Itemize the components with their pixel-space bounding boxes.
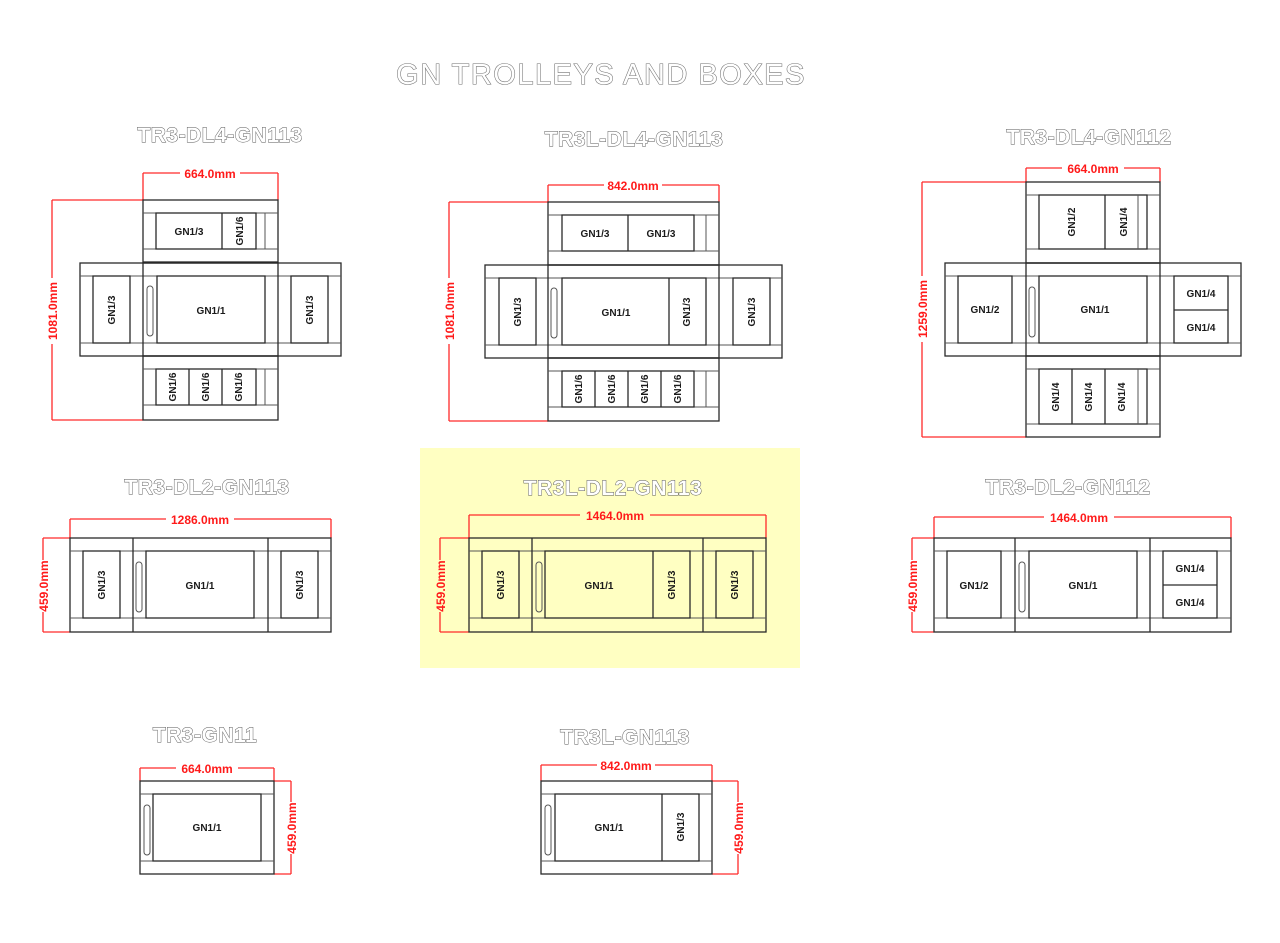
gn-label: GN1/1 <box>186 581 215 592</box>
diagram-tr3l-dl4-gn113: 842.0mm 1081.0mm GN1/3 GN1/3 GN1/1 GN1/3… <box>443 178 783 422</box>
gn-label: GN1/2 <box>960 581 989 592</box>
gn-label: GN1/4 <box>1176 564 1205 575</box>
height-dimension: 459.0mm <box>906 560 920 611</box>
diagram-title-tr3l-dl2-gn113: TR3L-DL2-GN113 <box>524 477 703 500</box>
gn-label: GN1/1 <box>1081 305 1110 316</box>
width-dimension: 842.0mm <box>600 759 651 773</box>
gn-label: GN1/6 <box>673 374 684 403</box>
height-dimension: 459.0mm <box>732 802 746 853</box>
diagram-title-tr3-dl2-gn112: TR3-DL2-GN112 <box>985 476 1150 499</box>
height-dimension: 459.0mm <box>285 802 299 853</box>
gn-label: GN1/1 <box>595 823 624 834</box>
gn-label: GN1/4 <box>1084 382 1095 411</box>
width-dimension: 664.0mm <box>1067 162 1118 176</box>
gn-label: GN1/6 <box>168 372 179 401</box>
height-dimension: 1081.0mm <box>46 282 60 340</box>
gn-label: GN1/3 <box>295 570 306 599</box>
gn-label: GN1/3 <box>747 297 758 326</box>
gn-label: GN1/3 <box>496 570 507 599</box>
gn-label: GN1/4 <box>1176 598 1205 609</box>
gn-label: GN1/3 <box>682 297 693 326</box>
gn-label: GN1/6 <box>235 216 246 245</box>
diagram-tr3-gn11: 664.0mm 459.0mm GN1/1 <box>139 761 299 875</box>
diagram-title-tr3-dl2-gn113: TR3-DL2-GN113 <box>124 476 289 499</box>
highlight-background <box>420 448 800 668</box>
gn-label: GN1/1 <box>602 308 631 319</box>
gn-label: GN1/6 <box>607 374 618 403</box>
gn-label: GN1/4 <box>1187 323 1216 334</box>
gn-label: GN1/3 <box>581 229 610 240</box>
gn-label: GN1/4 <box>1117 382 1128 411</box>
diagram-title-tr3l-gn113: TR3L-GN113 <box>560 726 690 749</box>
gn-label: GN1/4 <box>1119 207 1130 236</box>
gn-label: GN1/6 <box>640 374 651 403</box>
width-dimension: 1464.0mm <box>586 509 644 523</box>
gn-label: GN1/2 <box>1067 207 1078 236</box>
diagram-tr3-dl4-gn112: 664.0mm 1259.0mm GN1/2 GN1/4 GN1/1 GN1/2… <box>916 161 1242 438</box>
gn-label: GN1/3 <box>647 229 676 240</box>
gn-label: GN1/1 <box>197 306 226 317</box>
width-dimension: 664.0mm <box>184 167 235 181</box>
diagram-tr3-dl2-gn112: 1464.0mm 459.0mm GN1/1 GN1/2 GN1/4 GN1/4 <box>906 510 1232 633</box>
page-title: GN TROLLEYS AND BOXES <box>396 59 806 91</box>
diagram-title-tr3-gn11: TR3-GN11 <box>153 724 257 747</box>
diagram-tr3l-gn113: 842.0mm 459.0mm GN1/1 GN1/3 <box>540 758 746 875</box>
gn-label: GN1/3 <box>305 295 316 324</box>
width-dimension: 842.0mm <box>607 179 658 193</box>
gn-label: GN1/3 <box>730 570 741 599</box>
height-dimension: 1259.0mm <box>916 280 930 338</box>
gn-label: GN1/4 <box>1187 289 1216 300</box>
gn-label: GN1/3 <box>175 227 204 238</box>
diagram-title-tr3-dl4-gn113: TR3-DL4-GN113 <box>137 124 302 147</box>
gn-label: GN1/3 <box>97 570 108 599</box>
gn-label: GN1/3 <box>107 295 118 324</box>
gn-label: GN1/1 <box>585 581 614 592</box>
gn-label: GN1/3 <box>676 812 687 841</box>
diagram-title-tr3l-dl4-gn113: TR3L-DL4-GN113 <box>545 128 724 151</box>
gn-label: GN1/2 <box>971 305 1000 316</box>
gn-label: GN1/4 <box>1051 382 1062 411</box>
gn-label: GN1/1 <box>193 823 222 834</box>
diagram-tr3-dl4-gn113: 664.0mm 1081.0mm GN1/3 GN1/6 GN1/1 GN1/3… <box>46 166 342 421</box>
diagram-title-tr3-dl4-gn112: TR3-DL4-GN112 <box>1006 126 1171 149</box>
gn-label: GN1/6 <box>574 374 585 403</box>
gn-label: GN1/3 <box>513 297 524 326</box>
diagram-tr3l-dl2-gn113: 1464.0mm 459.0mm GN1/1 GN1/3 GN1/3 GN1/3 <box>434 508 767 633</box>
gn-label: GN1/3 <box>667 570 678 599</box>
width-dimension: 1464.0mm <box>1050 511 1108 525</box>
width-dimension: 1286.0mm <box>171 513 229 527</box>
gn-label: GN1/1 <box>1069 581 1098 592</box>
gn-label: GN1/6 <box>201 372 212 401</box>
gn-label: GN1/6 <box>234 372 245 401</box>
height-dimension: 459.0mm <box>37 560 51 611</box>
height-dimension: 1081.0mm <box>443 282 457 340</box>
diagram-tr3-dl2-gn113: 1286.0mm 459.0mm GN1/1 GN1/3 GN1/3 <box>37 512 332 633</box>
height-dimension: 459.0mm <box>434 560 448 611</box>
width-dimension: 664.0mm <box>181 762 232 776</box>
